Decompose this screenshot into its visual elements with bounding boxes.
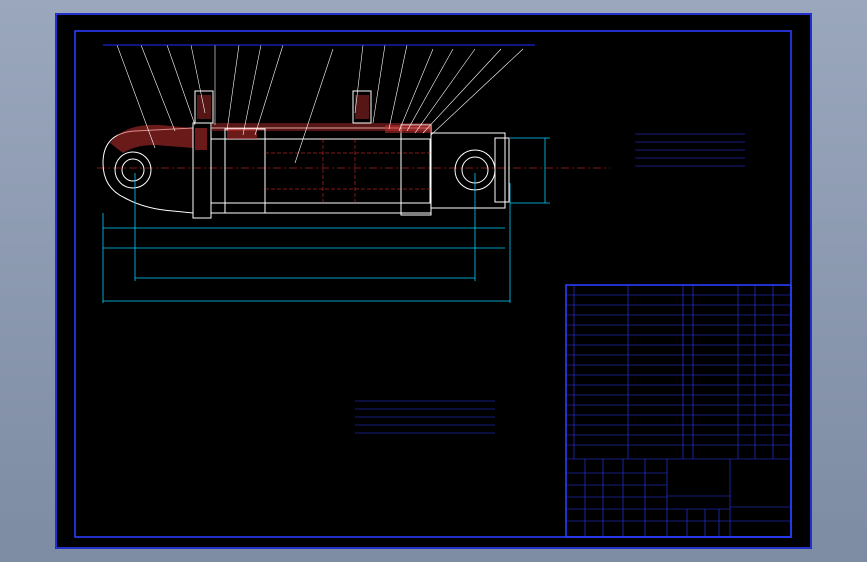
cad-drawing-viewport[interactable]	[55, 13, 812, 549]
inner-border	[74, 30, 792, 538]
specs-block	[635, 133, 745, 167]
cad-drawing-canvas	[55, 13, 812, 549]
cylinder-assembly	[97, 44, 610, 303]
parts-list-table	[565, 284, 792, 538]
technical-requirements	[355, 400, 495, 434]
outer-frame	[55, 13, 812, 549]
